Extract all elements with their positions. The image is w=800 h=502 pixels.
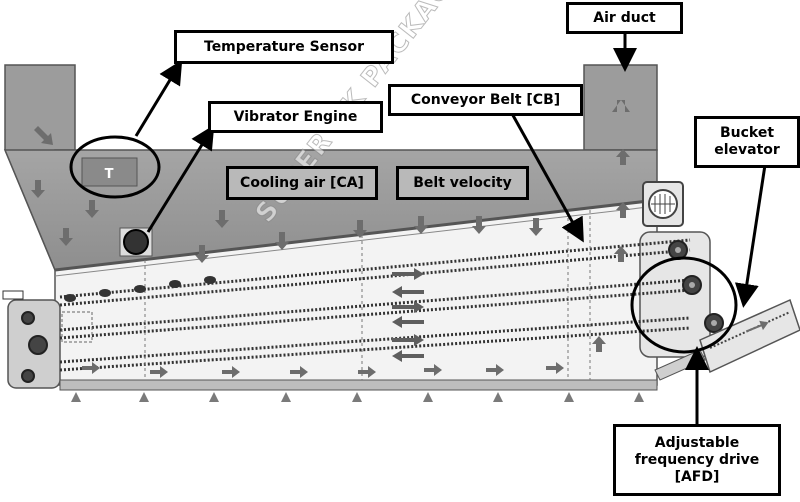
label-air-duct: Air duct <box>566 2 683 34</box>
label-adjustable-frequency-drive: Adjustable frequency drive [AFD] <box>613 424 781 496</box>
label-bucket-elevator: Bucket elevator <box>694 116 800 168</box>
base-feet <box>71 392 644 402</box>
air-duct-column <box>583 64 658 151</box>
label-conveyor-belt: Conveyor Belt [CB] <box>388 84 583 116</box>
bucket-elevator-line1: Bucket <box>719 125 775 141</box>
conveyor-belts <box>59 238 691 372</box>
afd-line1: Adjustable <box>654 434 740 451</box>
sensor-letter: T <box>105 167 114 182</box>
label-cooling-air: Cooling air [CA] <box>226 166 378 200</box>
product-pellets <box>64 276 216 302</box>
cooling-air-arrows <box>31 100 630 352</box>
temperature-sensor-highlight <box>69 135 161 199</box>
afd-line3: [AFD] <box>674 468 720 485</box>
label-vibrator-engine: Vibrator Engine <box>208 101 383 133</box>
vibrator-engine <box>123 229 149 255</box>
temperature-sensor <box>81 157 138 187</box>
bottom-flow-arrows <box>82 362 564 378</box>
label-belt-velocity: Belt velocity <box>396 166 529 200</box>
belt-velocity-arrows <box>392 268 424 362</box>
bucket-elevator-line2: elevator <box>714 142 780 158</box>
afd-line2: frequency drive <box>634 451 760 468</box>
base-plate <box>59 379 658 391</box>
label-temperature-sensor: Temperature Sensor <box>174 30 394 64</box>
outlet-chute <box>699 298 800 374</box>
